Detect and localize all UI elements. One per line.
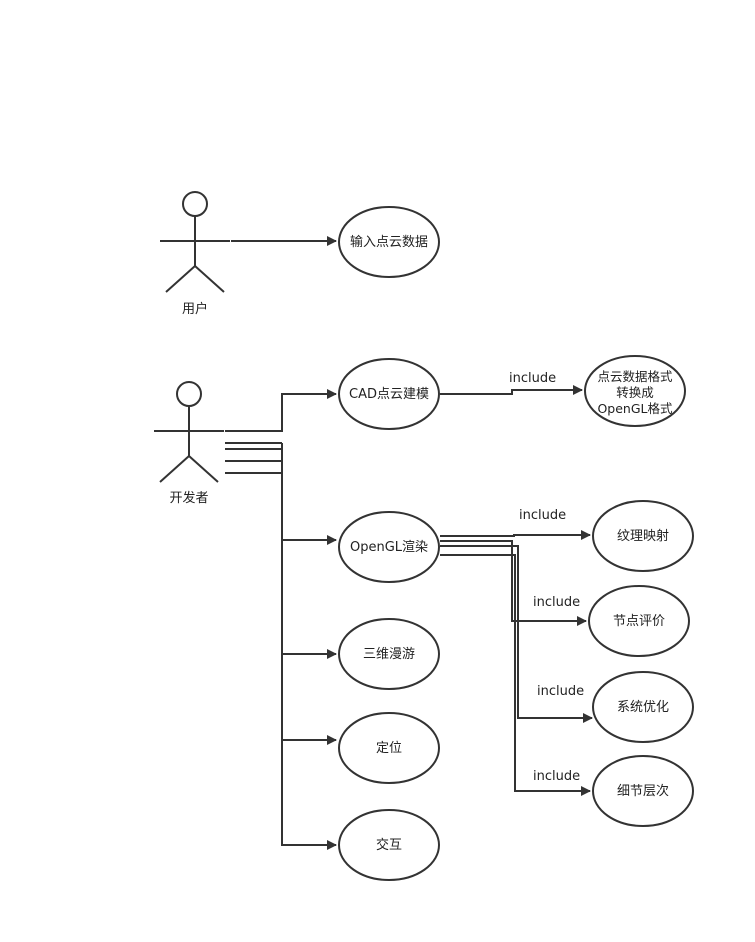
edge-cad-convert: [440, 385, 583, 395]
edge-opengl-lod: [440, 554, 591, 796]
usecase-locate[interactable]: 定位: [338, 712, 440, 784]
actor-developer-head: [176, 381, 202, 407]
actor-user-leg-left: [165, 265, 196, 293]
usecase-convert-format[interactable]: 点云数据格式 转换成 OpenGL格式: [584, 355, 686, 427]
usecase-roaming-label: 三维漫游: [363, 647, 415, 662]
usecase-input-pointcloud[interactable]: 输入点云数据: [338, 206, 440, 278]
actor-user-label: 用户: [182, 301, 208, 317]
usecase-opengl-render[interactable]: OpenGL渲染: [338, 511, 440, 583]
connectors: include include include include include: [225, 236, 593, 850]
edge-dev-cad: [225, 389, 337, 432]
edge-opengl-texture: [440, 530, 591, 540]
usecase-texture[interactable]: 纹理映射: [592, 500, 694, 572]
usecase-input-pointcloud-label: 输入点云数据: [350, 234, 428, 250]
usecase-node-eval[interactable]: 节点评价: [588, 585, 690, 657]
include-label-node: include: [533, 595, 580, 610]
usecase-sys-opt[interactable]: 系统优化: [592, 671, 694, 743]
usecase-texture-label: 纹理映射: [617, 528, 669, 544]
actor-developer-leg-left: [159, 455, 190, 483]
usecase-locate-label: 定位: [376, 741, 402, 756]
actor-developer-label: 开发者: [169, 490, 208, 506]
usecase-node-eval-label: 节点评价: [613, 614, 665, 629]
usecase-interact[interactable]: 交互: [338, 809, 440, 881]
usecase-cad-modeling-label: CAD点云建模: [349, 387, 429, 402]
usecase-convert-line3: OpenGL格式: [597, 401, 673, 416]
usecase-opengl-render-label: OpenGL渲染: [350, 540, 428, 555]
usecase-lod[interactable]: 细节层次: [592, 755, 694, 827]
usecase-convert-line1: 点云数据格式: [597, 369, 673, 384]
usecase-interact-label: 交互: [376, 837, 402, 853]
include-label-texture: include: [519, 508, 566, 523]
usecase-sys-opt-label: 系统优化: [617, 700, 669, 715]
include-label-lod: include: [533, 769, 580, 784]
actor-developer-leg-right: [188, 455, 219, 483]
edge-dev-opengl: [281, 443, 337, 545]
usecase-lod-label: 细节层次: [617, 783, 669, 799]
edge-opengl-sysopt: [440, 545, 593, 723]
edge-opengl-node: [440, 540, 587, 626]
actor-user-head: [182, 191, 208, 217]
edge-dev-interact: [281, 473, 337, 850]
edge-dev-locate: [281, 461, 337, 745]
actor-developer: 开发者: [154, 381, 224, 506]
include-label-sysopt: include: [537, 684, 584, 699]
usecase-cad-modeling[interactable]: CAD点云建模: [338, 358, 440, 430]
actor-user-leg-right: [194, 265, 225, 293]
usecase-roaming[interactable]: 三维漫游: [338, 618, 440, 690]
include-label-convert: include: [509, 371, 556, 386]
actor-user: 用户: [160, 191, 230, 317]
usecase-convert-line2: 转换成: [616, 385, 654, 400]
edge-dev-roaming: [281, 449, 337, 659]
